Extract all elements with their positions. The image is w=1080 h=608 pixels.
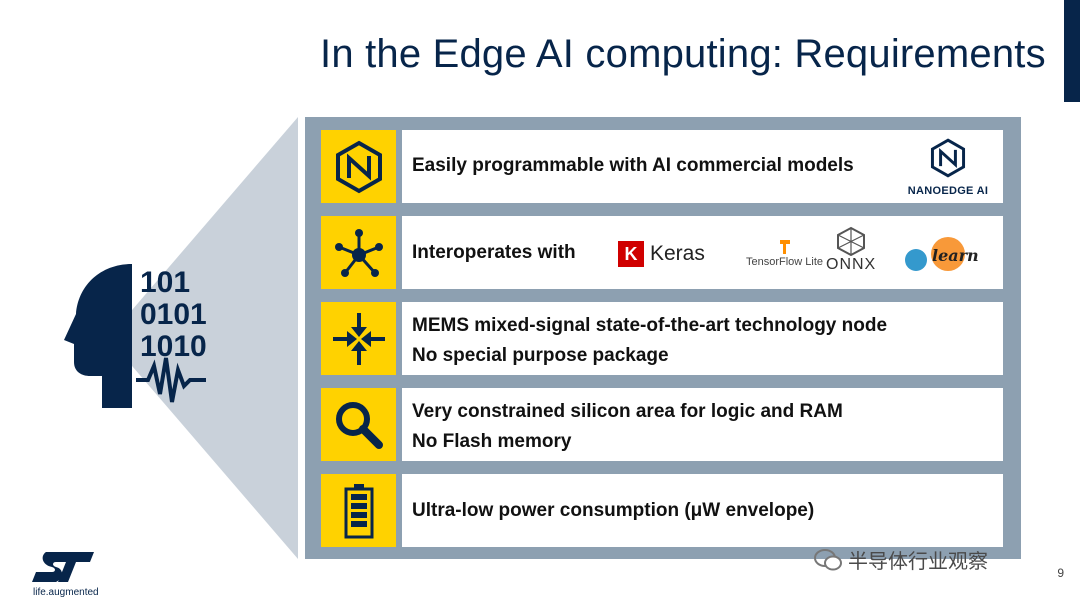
- scikit-learn-label: learn: [932, 246, 979, 265]
- watermark-text: 半导体行业观察: [848, 549, 988, 573]
- binary-line-3: 1010: [140, 330, 207, 363]
- network-icon: [321, 216, 396, 289]
- battery-icon: [321, 474, 396, 547]
- tensorflow-label: TensorFlow Lite: [746, 256, 824, 268]
- requirement-text-line-1: MEMS mixed-signal state-of-the-art techn…: [412, 315, 888, 336]
- binary-line-1: 101: [140, 266, 190, 299]
- requirement-text-box: Interoperates with K Keras TensorFlow Li…: [402, 216, 1003, 289]
- keras-label: Keras: [650, 242, 705, 265]
- nanoedge-logo-icon: [930, 138, 966, 178]
- requirement-text-line-2: No special purpose package: [412, 345, 669, 366]
- scikit-learn-icon: [905, 237, 965, 271]
- requirements-panel: Easily programmable with AI commercial m…: [305, 117, 1021, 559]
- onnx-label: ONNX: [826, 256, 877, 273]
- requirement-text-line-1: Very constrained silicon area for logic …: [412, 401, 843, 422]
- onnx-icon: [837, 226, 866, 256]
- nanoedge-icon: [321, 130, 396, 203]
- requirement-row-interoperates: Interoperates with K Keras TensorFlow Li…: [321, 216, 1003, 289]
- watermark: 半导体行业观察: [814, 545, 988, 574]
- corner-accent-bar: [1064, 0, 1080, 102]
- binary-line-2: 0101: [140, 298, 207, 331]
- onnx-logo: ONNX: [826, 226, 876, 274]
- requirement-text-box: Very constrained silicon area for logic …: [402, 388, 1003, 461]
- requirement-text: Ultra-low power consumption (μW envelope…: [412, 500, 815, 521]
- requirement-text-box: Ultra-low power consumption (μW envelope…: [402, 474, 1003, 547]
- ai-head-icon: 101 0101 1010: [64, 264, 207, 408]
- st-logo: [32, 552, 94, 582]
- brand-tagline: life.augmented: [33, 587, 99, 598]
- scikit-learn-logo: learn: [904, 236, 979, 274]
- requirement-text-line-2: No Flash memory: [412, 431, 572, 452]
- tensorflow-lite-logo: TensorFlow Lite: [746, 238, 823, 268]
- cone-graphic: [108, 117, 298, 559]
- magnifier-icon: [321, 388, 396, 461]
- tensorflow-icon: [779, 240, 790, 254]
- compress-arrows-icon: [321, 302, 396, 375]
- requirement-row-silicon: Very constrained silicon area for logic …: [321, 388, 1003, 461]
- requirement-row-mems: MEMS mixed-signal state-of-the-art techn…: [321, 302, 1003, 375]
- wechat-icon: [814, 548, 842, 570]
- nanoedge-label: NANOEDGE AI: [907, 185, 989, 197]
- requirement-text: Easily programmable with AI commercial m…: [412, 155, 854, 176]
- requirement-text-box: MEMS mixed-signal state-of-the-art techn…: [402, 302, 1003, 375]
- keras-logo: K Keras: [618, 241, 705, 267]
- requirement-text-box: Easily programmable with AI commercial m…: [402, 130, 1003, 203]
- slide-title: In the Edge AI computing: Requirements: [320, 32, 1046, 76]
- requirement-row-power: Ultra-low power consumption (μW envelope…: [321, 474, 1003, 547]
- page-number: 9: [1057, 566, 1064, 580]
- requirement-text: Interoperates with: [412, 242, 576, 263]
- requirement-row-programmable: Easily programmable with AI commercial m…: [321, 130, 1003, 203]
- keras-k-mark: K: [618, 241, 644, 267]
- nanoedge-logo: NANOEDGE AI: [903, 138, 993, 197]
